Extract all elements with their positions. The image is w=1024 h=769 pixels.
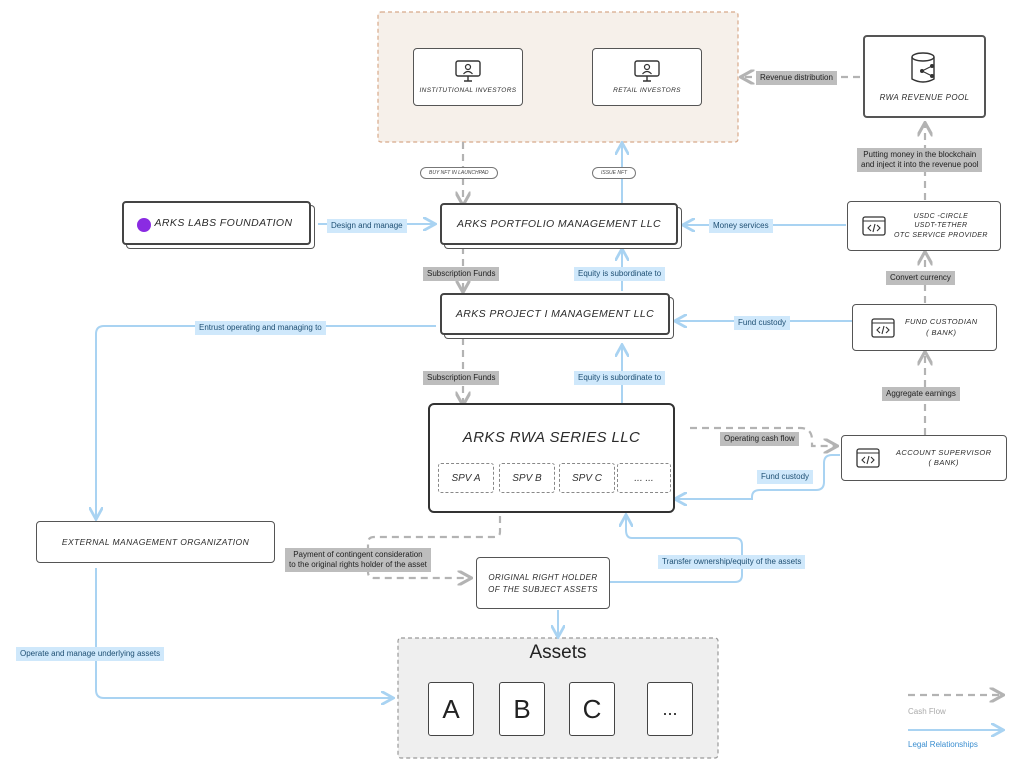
holder-line1: ORIGINAL RIGHT HOLDER: [488, 572, 598, 582]
code-window-icon: [862, 216, 886, 236]
money-services-label: Money services: [709, 219, 773, 233]
asset-c: C: [569, 682, 615, 736]
portfolio-label: ARKS PORTFOLIO MANAGEMENT LLC: [457, 218, 661, 230]
fund-custody-arrow-2: [676, 454, 840, 499]
foundation-box: ARKS LABS FOUNDATION: [122, 201, 311, 245]
subscription-funds-label-2: Subscription Funds: [423, 371, 500, 385]
supervisor-line2: ( BANK): [928, 458, 959, 467]
institutional-investors-label: INSTITUTIONAL INVESTORS: [419, 87, 517, 94]
project-box: ARKS PROJECT I MANAGEMENT LLC: [440, 293, 670, 335]
operating-cash-flow-arrow: [690, 426, 836, 446]
series-label: ARKS RWA SERIES LLC: [462, 429, 641, 446]
legend-legal-label: Legal Relationships: [908, 740, 978, 749]
portfolio-box: ARKS PORTFOLIO MANAGEMENT LLC: [440, 203, 678, 245]
holder-line2: OF THE SUBJECT ASSETS: [488, 584, 598, 594]
spv-b: SPV B: [499, 463, 555, 493]
aggregate-earnings-label: Aggregate earnings: [882, 387, 960, 401]
operating-cash-flow-label: Operating cash flow: [720, 432, 799, 446]
fund-custody-label-1: Fund custody: [734, 316, 791, 330]
legend: [908, 695, 1002, 730]
putting-money-label: Putting money in the blockchain and inje…: [857, 148, 983, 172]
entrust-label: Entrust operating and managing to: [195, 321, 326, 335]
spv-more: ... ...: [617, 463, 671, 493]
external-mgmt-box: EXTERNAL MANAGEMENT ORGANIZATION: [36, 521, 275, 563]
buy-nft-pill: BUY NFT IN LAUNCHPAD: [420, 167, 498, 179]
computer-user-icon: [634, 60, 660, 82]
computer-user-icon: [455, 60, 481, 82]
subscription-funds-label-1: Subscription Funds: [423, 267, 500, 281]
external-mgmt-label: EXTERNAL MANAGEMENT ORGANIZATION: [61, 537, 250, 547]
custodian-line2: ( BANK): [926, 327, 957, 337]
institutional-investors-box: INSTITUTIONAL INVESTORS: [413, 48, 523, 106]
payment-line1: Payment of contingent consideration: [293, 550, 423, 559]
usdc-box: USDC -CIRCLE USDT-TETHER OTC SERVICE PRO…: [847, 201, 1001, 251]
operate-arrow: [95, 568, 392, 698]
code-window-icon: [856, 448, 880, 468]
convert-currency-label: Convert currency: [886, 271, 955, 285]
entrust-arrow: [96, 325, 436, 518]
custodian-line1: FUND CUSTODIAN: [905, 317, 978, 327]
payment-line2: to the original rights holder of the ass…: [289, 560, 427, 569]
investors-container: [377, 11, 739, 143]
series-box: ARKS RWA SERIES LLC SPV A SPV B SPV C ..…: [428, 403, 675, 513]
putting-money-line2: and inject it into the revenue pool: [861, 160, 979, 169]
payment-label: Payment of contingent consideration to t…: [285, 548, 431, 572]
payment-arrow: [366, 516, 502, 578]
equity-label-2: Equity is subordinate to: [574, 371, 666, 385]
fund-custody-label-2: Fund custody: [757, 470, 814, 484]
legend-cash-label: Cash Flow: [908, 707, 946, 716]
revenue-distribution-label: Revenue distribution: [756, 71, 837, 85]
equity-label-1: Equity is subordinate to: [574, 267, 666, 281]
issue-nft-pill: ISSUE NFT: [592, 167, 637, 179]
operate-label: Operate and manage underlying assets: [16, 647, 165, 661]
transfer-label: Transfer ownership/equity of the assets: [658, 555, 806, 569]
asset-more: ...: [647, 682, 693, 736]
spv-a: SPV A: [438, 463, 494, 493]
putting-money-line1: Putting money in the blockchain: [863, 150, 977, 159]
project-label: ARKS PROJECT I MANAGEMENT LLC: [455, 308, 655, 320]
foundation-label: ARKS LABS FOUNDATION: [154, 217, 293, 229]
revenue-pool-label: RWA REVENUE POOL: [879, 93, 970, 102]
transfer-arrow: [610, 516, 743, 583]
usdc-line3: OTC SERVICE PROVIDER: [894, 231, 988, 239]
asset-b: B: [499, 682, 545, 736]
database-network-icon: [908, 51, 942, 87]
spv-c: SPV C: [559, 463, 615, 493]
supervisor-line1: ACCOUNT SUPERVISOR: [896, 447, 992, 457]
holder-box: ORIGINAL RIGHT HOLDER OF THE SUBJECT ASS…: [476, 557, 610, 609]
retail-investors-box: RETAIL INVESTORS: [592, 48, 702, 106]
usdc-line1: USDC -CIRCLE: [913, 213, 969, 221]
usdc-line2: USDT-TETHER: [914, 222, 968, 230]
retail-investors-label: RETAIL INVESTORS: [613, 87, 681, 94]
code-window-icon: [871, 317, 895, 338]
purple-dot-icon: [137, 218, 151, 232]
custodian-box: FUND CUSTODIAN ( BANK): [852, 304, 997, 351]
asset-a: A: [428, 682, 474, 736]
supervisor-box: ACCOUNT SUPERVISOR ( BANK): [841, 435, 1007, 481]
revenue-pool-box: RWA REVENUE POOL: [863, 35, 986, 118]
design-manage-label: Design and manage: [327, 219, 407, 233]
assets-title: Assets: [529, 642, 587, 663]
